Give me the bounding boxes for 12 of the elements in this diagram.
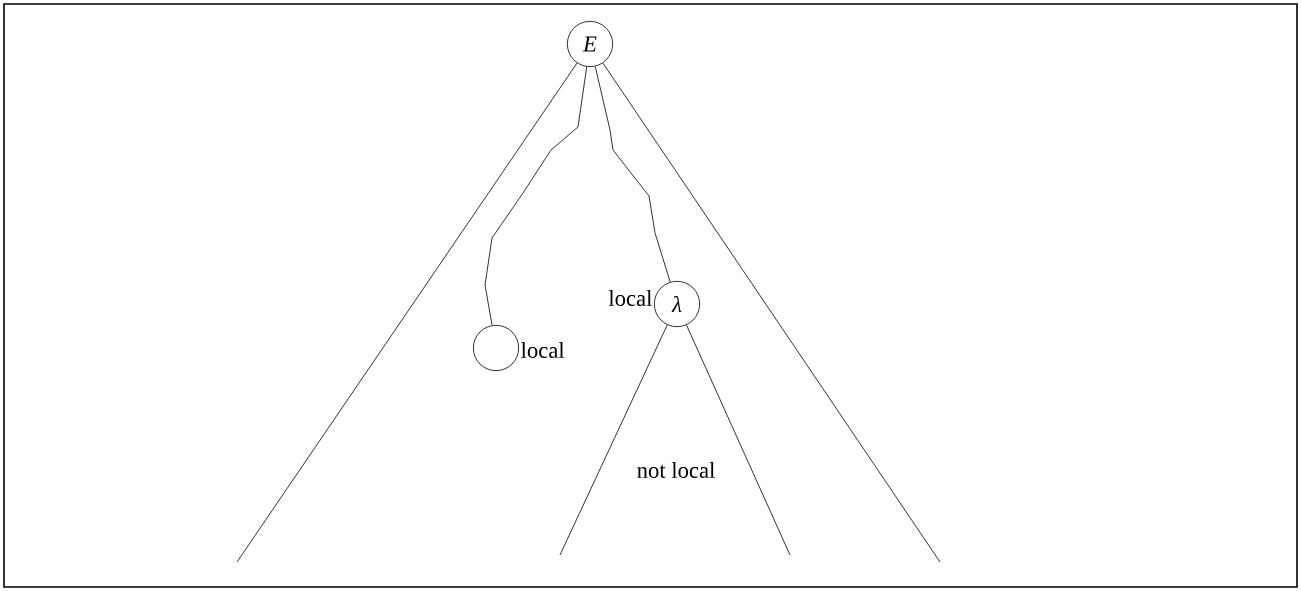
node-label: local [608,290,652,306]
node-label: local [521,342,565,358]
branch-line [686,324,791,556]
branch-line [236,62,578,563]
empty-circle-node [472,324,520,372]
connector-line [594,66,671,283]
circle-node: E [566,20,614,68]
connector-line [484,66,588,326]
branch-line [602,62,941,563]
branch-line [559,324,668,556]
region-label: not local [637,462,715,478]
circle-node: λ [653,280,701,328]
